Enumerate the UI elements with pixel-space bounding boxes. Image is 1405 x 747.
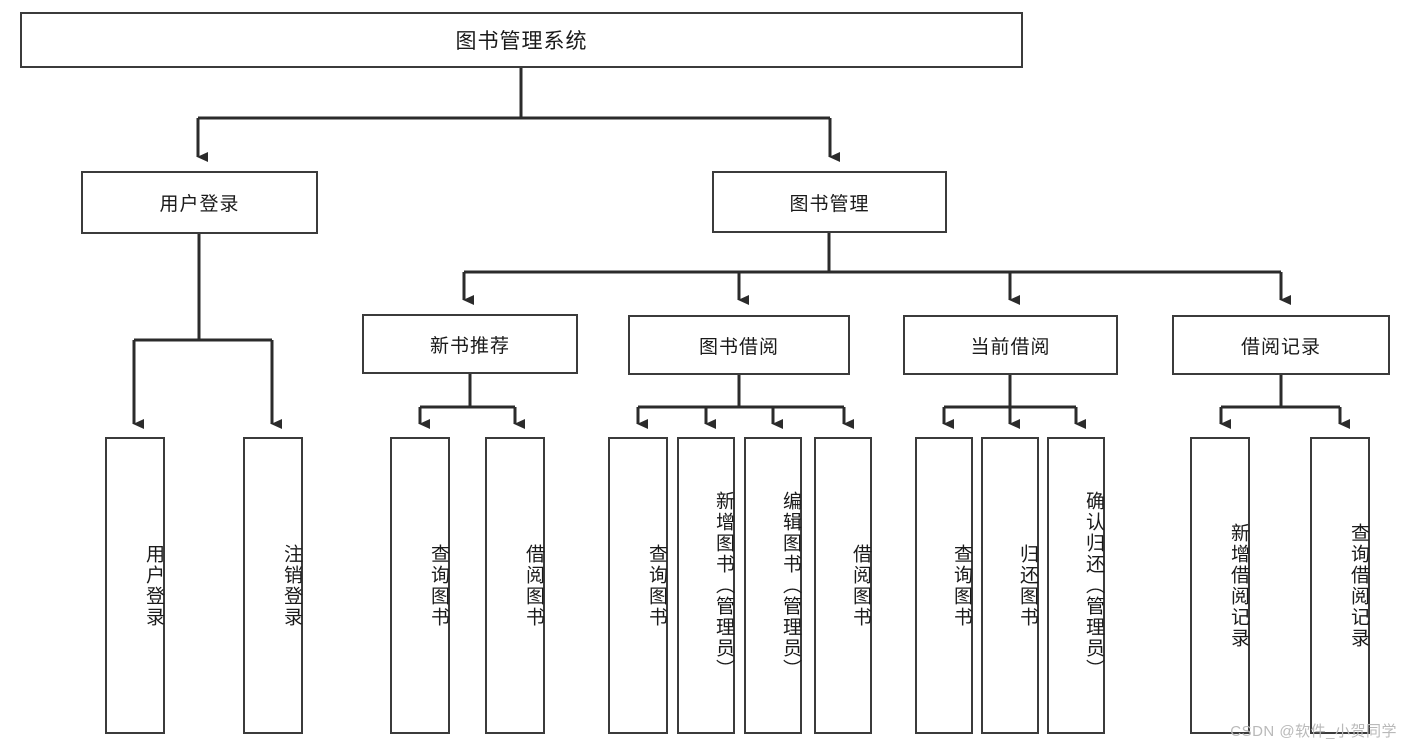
leaf-logout[interactable]: 注销登录 bbox=[243, 437, 303, 734]
leaf-borrow-book-recommend[interactable]: 借阅图书 bbox=[485, 437, 545, 734]
leaf-query-book-current[interactable]: 查询图书 bbox=[915, 437, 973, 734]
leaf-borrow-book[interactable]: 借阅图书 bbox=[814, 437, 872, 734]
node-book-management[interactable]: 图书管理 bbox=[712, 171, 947, 233]
node-user-login[interactable]: 用户登录 bbox=[81, 171, 318, 234]
leaf-query-book-recommend[interactable]: 查询图书 bbox=[390, 437, 450, 734]
leaf-edit-book-admin[interactable]: 编辑图书（管理员） bbox=[744, 437, 802, 734]
node-book-borrow[interactable]: 图书借阅 bbox=[628, 315, 850, 375]
csdn-watermark: CSDN @软件_小贺同学 bbox=[1230, 723, 1397, 740]
node-borrow-record[interactable]: 借阅记录 bbox=[1172, 315, 1390, 375]
leaf-confirm-return-admin[interactable]: 确认归还（管理员） bbox=[1047, 437, 1105, 734]
node-root-system[interactable]: 图书管理系统 bbox=[20, 12, 1023, 68]
node-new-book-recommend[interactable]: 新书推荐 bbox=[362, 314, 578, 374]
node-current-borrow[interactable]: 当前借阅 bbox=[903, 315, 1118, 375]
leaf-add-book-admin[interactable]: 新增图书（管理员） bbox=[677, 437, 735, 734]
leaf-user-login[interactable]: 用户登录 bbox=[105, 437, 165, 734]
leaf-return-book[interactable]: 归还图书 bbox=[981, 437, 1039, 734]
leaf-query-book-borrow[interactable]: 查询图书 bbox=[608, 437, 668, 734]
leaf-query-borrow-record[interactable]: 查询借阅记录 bbox=[1310, 437, 1370, 734]
leaf-add-borrow-record[interactable]: 新增借阅记录 bbox=[1190, 437, 1250, 734]
